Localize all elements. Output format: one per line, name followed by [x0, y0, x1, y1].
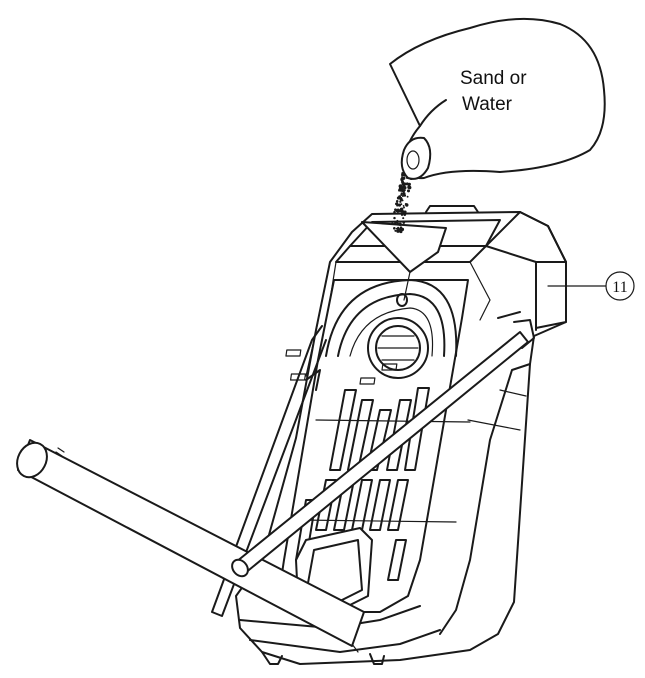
- funnel: [361, 221, 447, 301]
- sand-grain: [394, 229, 397, 232]
- sand-grain: [402, 176, 406, 180]
- support-rod: [231, 311, 535, 578]
- sand-grain: [402, 204, 405, 207]
- sand-grain: [396, 219, 399, 222]
- callout-circle: [605, 271, 635, 301]
- sand-grain: [400, 186, 404, 190]
- sand-grain: [399, 200, 402, 203]
- sand-grain: [397, 230, 400, 233]
- sand-grain: [396, 212, 400, 215]
- sand-grain: [396, 204, 399, 207]
- sand-grain: [399, 209, 402, 213]
- sand-grain: [400, 192, 403, 195]
- sand-grain: [397, 226, 400, 229]
- sand-grain: [391, 222, 394, 226]
- sand-grain: [393, 216, 396, 220]
- sand-grain: [403, 186, 407, 190]
- sand-grain: [403, 213, 407, 216]
- sand-grain: [394, 208, 397, 212]
- sand-grain: [405, 203, 409, 207]
- sand-grain: [402, 189, 405, 193]
- sand-grain: [406, 189, 411, 193]
- sand-grain: [402, 191, 406, 196]
- sand-grain: [400, 212, 404, 216]
- left-strut: [211, 321, 327, 617]
- sand-grain: [393, 210, 396, 214]
- bag-label-line1: Sand or: [460, 68, 527, 89]
- sand-grain: [400, 193, 403, 196]
- sand-grain: [404, 210, 407, 214]
- sand-grain: [394, 221, 397, 224]
- sand-grain: [395, 199, 399, 203]
- sand-grain: [402, 217, 405, 220]
- sand-grain: [402, 182, 406, 186]
- sand-grain: [398, 227, 403, 231]
- callout-number: 11: [612, 279, 627, 296]
- sand-grain: [401, 199, 404, 202]
- sand-grain: [408, 182, 411, 186]
- sand-grain: [393, 227, 396, 230]
- front-panel: [277, 279, 469, 613]
- sand-grain: [398, 222, 402, 226]
- callout-11: 11: [547, 271, 635, 301]
- bag-label-line2: Water: [462, 94, 513, 115]
- sand-grain: [397, 208, 400, 211]
- sand-grain: [397, 203, 402, 207]
- sand-grain: [399, 196, 403, 200]
- sand-grain: [402, 221, 406, 224]
- pole: [16, 439, 365, 647]
- sand-grain: [401, 194, 404, 198]
- sand-water-bag: Sand or Water: [389, 17, 606, 180]
- sand-grain: [396, 202, 399, 205]
- sand-grain: [407, 186, 410, 189]
- sand-grain: [403, 206, 405, 209]
- sand-grain: [406, 195, 409, 198]
